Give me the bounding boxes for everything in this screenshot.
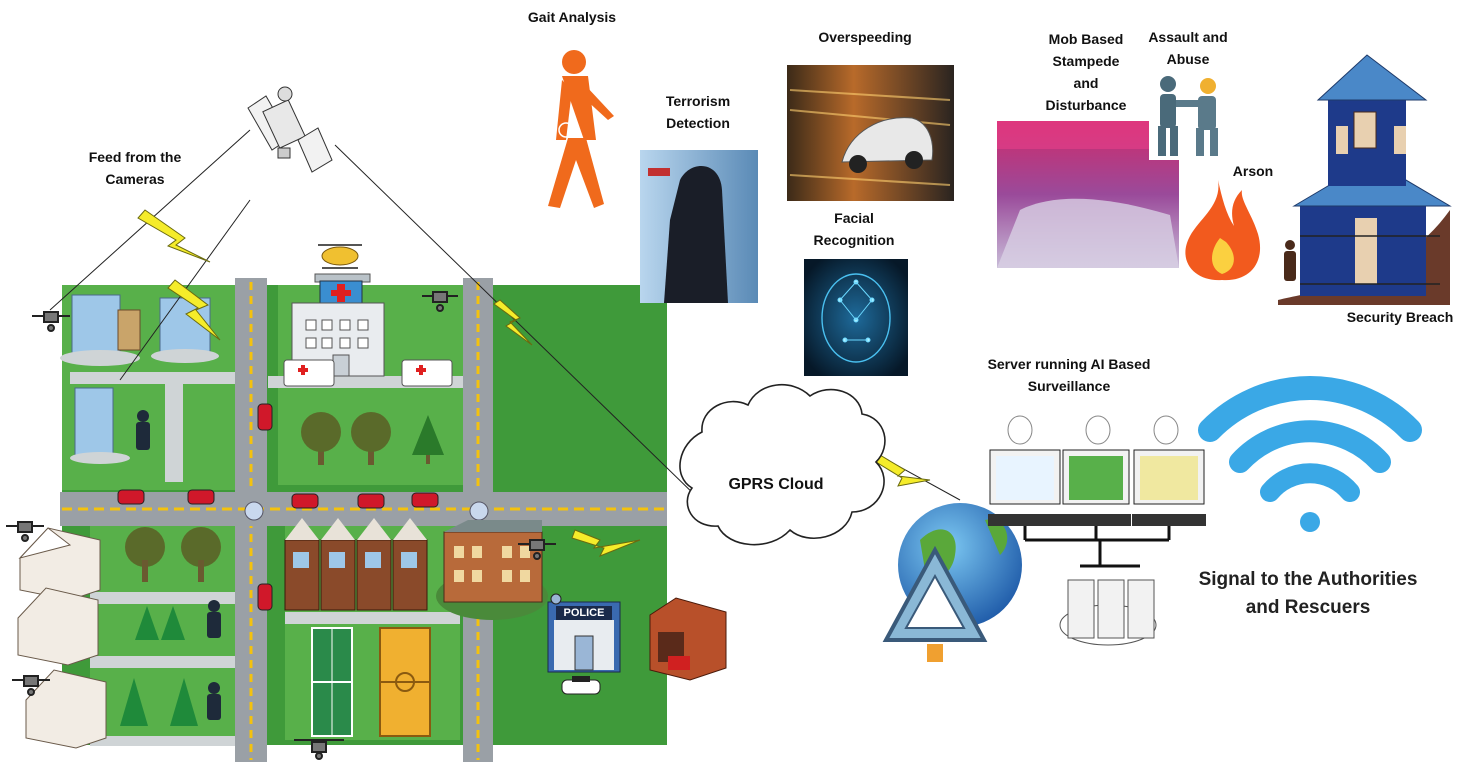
footpath (285, 612, 460, 624)
satellite-icon (247, 86, 333, 173)
city-map (17, 244, 667, 762)
gait-figure-icon (548, 50, 614, 208)
hospital-icon (283, 244, 453, 387)
crowd-photo (997, 121, 1179, 268)
label-server: Server running AI Based Surveillance (987, 356, 1151, 394)
school-building (436, 520, 548, 620)
row-houses (284, 518, 428, 611)
label-overspeeding: Overspeeding (818, 29, 912, 45)
fire-icon (1185, 180, 1261, 281)
gprs-cloud (679, 383, 886, 546)
label-mob: Mob Based Stampede and Disturbance (1045, 31, 1127, 113)
houses (17, 527, 107, 749)
label-assault: Assault and Abuse (1148, 29, 1228, 67)
terrorism-photo (640, 150, 758, 303)
label-terrorism: Terrorism Detection (665, 93, 731, 131)
footpath (70, 372, 235, 384)
drone-icon (6, 291, 556, 760)
guard (208, 600, 220, 612)
server-workstations (988, 415, 1206, 646)
overspeeding-photo (787, 65, 954, 201)
trees (120, 412, 444, 726)
roundabout (469, 501, 489, 521)
car (357, 493, 385, 509)
car (187, 489, 215, 505)
guard (137, 410, 149, 422)
label-gait: Gait Analysis (527, 9, 617, 25)
fire-station-icon (649, 597, 727, 681)
globe-icon (882, 503, 1022, 662)
assault-icon (1149, 68, 1221, 160)
footpath (90, 656, 240, 668)
roundabout (244, 501, 264, 521)
footpath (165, 372, 183, 482)
facial-recognition-photo (804, 259, 908, 376)
car (257, 583, 273, 611)
lightning-bolt (137, 209, 931, 557)
car (117, 489, 145, 505)
footpath (90, 592, 240, 604)
security-breach-house (1278, 54, 1452, 305)
footpath (90, 736, 240, 746)
wifi-signal-icon (1198, 376, 1422, 532)
label-security: Security Breach (1346, 309, 1454, 325)
police-station-icon (547, 593, 621, 695)
label-facial: Facial Recognition (813, 210, 895, 248)
car (257, 403, 273, 431)
label-arson: Arson (1232, 163, 1274, 179)
label-feed: Feed from the Cameras (88, 149, 182, 187)
car (291, 493, 319, 509)
car (411, 492, 439, 508)
guard (208, 682, 220, 694)
label-signal: Signal to the Authorities and Rescuers (1198, 569, 1418, 618)
sports-courts (311, 627, 431, 737)
label-cloud: GPRS Cloud (728, 476, 824, 493)
police-sign: POLICE (563, 607, 605, 619)
